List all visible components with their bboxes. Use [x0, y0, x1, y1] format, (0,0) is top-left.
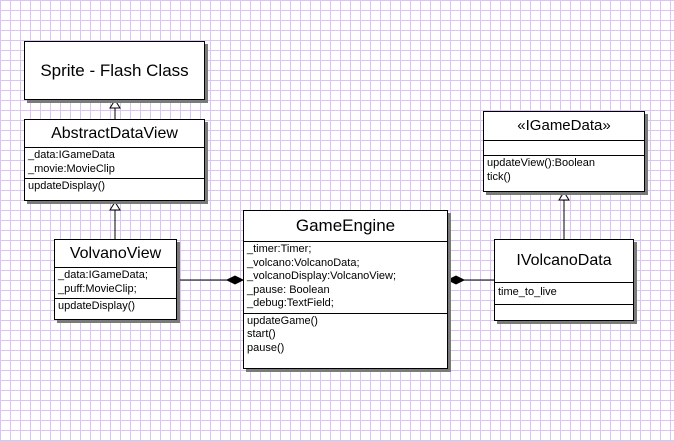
class-abstractdataview[interactable]: AbstractDataView _data:IGameData _movie:… [24, 119, 205, 201]
class-gameengine[interactable]: GameEngine _timer:Timer; _volcano:Volcan… [243, 210, 448, 369]
operation: tick() [487, 170, 511, 183]
class-volvanoview[interactable]: VolvanoView _data:IGameData; _puff:Movie… [54, 239, 177, 320]
attribute: time_to_live [498, 286, 557, 298]
composition-diamond [225, 275, 245, 285]
attribute: _volcanoDisplay:VolcanoView; [247, 270, 396, 282]
operations-compartment: updateDisplay() [25, 179, 204, 196]
class-name: AbstractDataView [25, 120, 204, 148]
class-name: Sprite - Flash Class [40, 61, 189, 80]
composition-diamond [446, 275, 466, 285]
attributes-compartment: _timer:Timer; _volcano:VolcanoData; _vol… [244, 242, 447, 314]
class-name: VolvanoView [55, 240, 176, 268]
class-name: GameEngine [244, 211, 447, 242]
operation: start() [247, 328, 276, 340]
operation: updateDisplay() [58, 300, 136, 312]
interface-name: «IGameData» [484, 112, 644, 141]
interface-igamedata[interactable]: «IGameData» updateView():Boolean tick() [483, 111, 645, 192]
generalization-arrowhead [109, 201, 121, 211]
attribute: _timer:Timer; [247, 243, 312, 255]
attribute: _puff:MovieClip; [58, 282, 137, 295]
attributes-compartment: _data:IGameData _movie:MovieClip [25, 148, 204, 179]
class-sprite[interactable]: Sprite - Flash Class [24, 41, 205, 100]
attributes-compartment: time_to_live [495, 283, 633, 305]
class-name: IVolcanoData [495, 240, 633, 283]
operation: updateGame() [247, 314, 318, 327]
operation: updateDisplay() [28, 180, 106, 192]
empty-compartment [484, 141, 644, 156]
operation: pause() [247, 341, 285, 354]
attribute: _movie:MovieClip [28, 162, 115, 175]
generalization-arrowhead [109, 99, 121, 109]
attribute: _pause: Boolean [247, 283, 330, 296]
operations-compartment: updateGame() start() pause() [244, 314, 447, 358]
attribute: _debug:TextField; [247, 297, 334, 309]
attribute: _volcano:VolcanoData; [247, 256, 360, 269]
attributes-compartment: _data:IGameData; _puff:MovieClip; [55, 268, 176, 299]
operation: updateView():Boolean [487, 157, 596, 169]
attribute: _data:IGameData; [58, 269, 148, 281]
operations-compartment [495, 305, 633, 308]
attribute: _data:IGameData [28, 149, 115, 161]
operations-compartment: updateView():Boolean tick() [484, 156, 644, 186]
operations-compartment: updateDisplay() [55, 299, 176, 316]
generalization-arrowhead [558, 191, 570, 201]
class-ivolcanodata[interactable]: IVolcanoData time_to_live [494, 239, 634, 321]
